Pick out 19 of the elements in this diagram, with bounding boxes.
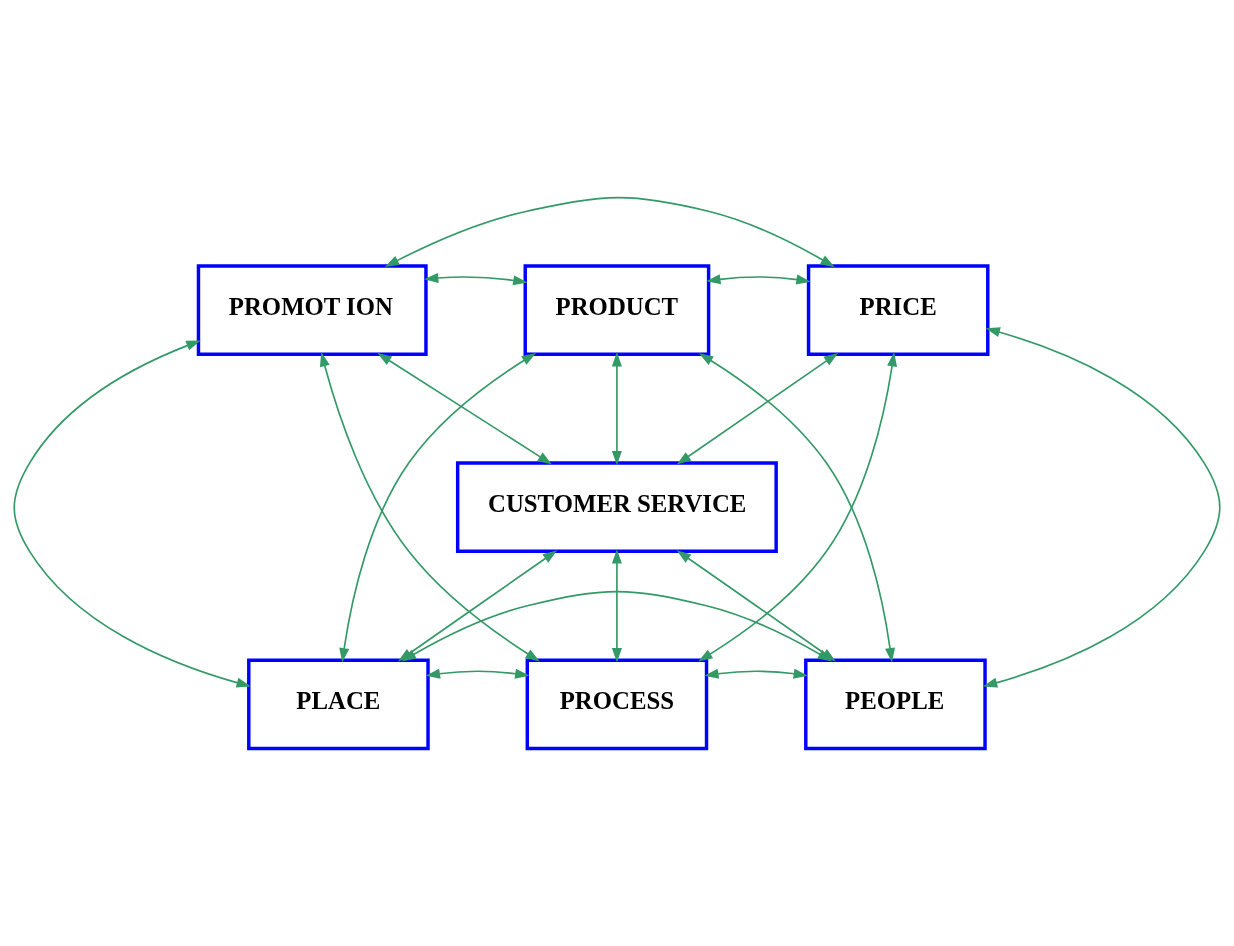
node-box: PROMOT ION (196, 264, 428, 356)
arrow (424, 272, 528, 286)
arrow (706, 274, 811, 285)
arrow (425, 668, 530, 679)
node-box: PEOPLE (804, 658, 987, 751)
arrow (401, 590, 833, 662)
arrow (611, 549, 622, 663)
node-box: PRICE (806, 264, 990, 356)
node-box: PRODUCT (523, 264, 711, 356)
arrow (13, 340, 251, 688)
arrow (384, 196, 835, 268)
arrow (676, 352, 839, 465)
arrow (377, 353, 552, 465)
node-box: PROCESS (525, 658, 709, 751)
node-box: PLACE (247, 658, 430, 751)
arrow (982, 327, 1221, 688)
arrow (704, 668, 808, 679)
node-box: CUSTOMER SERVICE (455, 461, 778, 554)
arrow (611, 352, 622, 466)
